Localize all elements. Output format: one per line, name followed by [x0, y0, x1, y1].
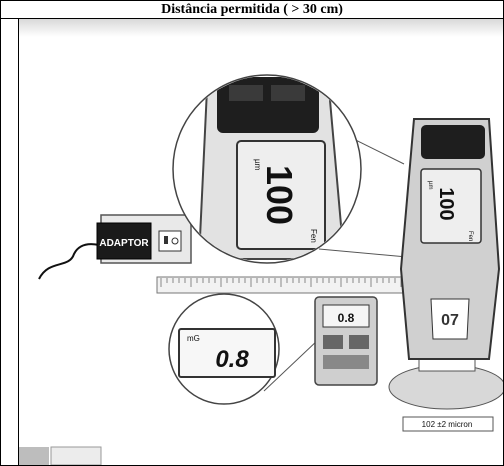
outlet-slot-icon: [164, 236, 168, 244]
adaptor-cable: [38, 243, 100, 280]
emf-button-icon: [323, 355, 369, 369]
power-adaptor: ADAPTOR: [38, 214, 192, 280]
emf-meter: 0.8: [314, 296, 378, 386]
illustration-area: ADAPTOR: [19, 19, 503, 465]
gauge-probe-shield: [430, 298, 470, 340]
thickness-gauge: 100 µm Fen 07 102 ±2 micron: [388, 118, 503, 432]
adaptor-body: [96, 222, 152, 260]
gauge-mode: Fen: [467, 231, 473, 241]
zoom-gauge-callout: 100 µm Fen: [172, 74, 362, 264]
gauge-reading: 100: [435, 187, 457, 220]
gauge-unit: µm: [427, 181, 433, 189]
emf-zoom-screen: [178, 328, 276, 378]
emf-unit: mG: [187, 334, 200, 343]
zoom-mode: Fen: [309, 229, 318, 243]
emf-small-reading: 0.8: [338, 311, 355, 325]
emf-button-icon: [323, 335, 343, 349]
emf-reading: 0.8: [215, 346, 249, 373]
zoom-emf-callout: mG 0.8: [168, 293, 280, 405]
outlet-ground-icon: [171, 237, 179, 245]
adaptor-label: ADAPTOR: [99, 238, 149, 249]
ruler: [156, 276, 428, 294]
emf-button-icon: [349, 335, 369, 349]
top-shade: [19, 19, 503, 37]
gauge-model-label: 07: [441, 312, 459, 329]
gauge-zoom-screen: [236, 140, 326, 250]
zoom-unit: µm: [253, 159, 262, 171]
calibration-plate-label: 102 ±2 micron: [422, 420, 473, 429]
bottom-panel: [50, 446, 102, 465]
bottom-panel: [19, 447, 49, 465]
zoom-line-emf: [263, 338, 320, 392]
page-title: Distância permitida ( > 30 cm): [1, 1, 503, 19]
left-divider: [18, 19, 19, 465]
illustration: ADAPTOR: [19, 74, 503, 465]
calibration-plate: [388, 364, 503, 410]
zoom-reading: 100: [259, 165, 300, 225]
gauge-cap: [421, 125, 485, 159]
gauge-screen: [420, 168, 482, 244]
emf-small-screen: [322, 304, 370, 328]
